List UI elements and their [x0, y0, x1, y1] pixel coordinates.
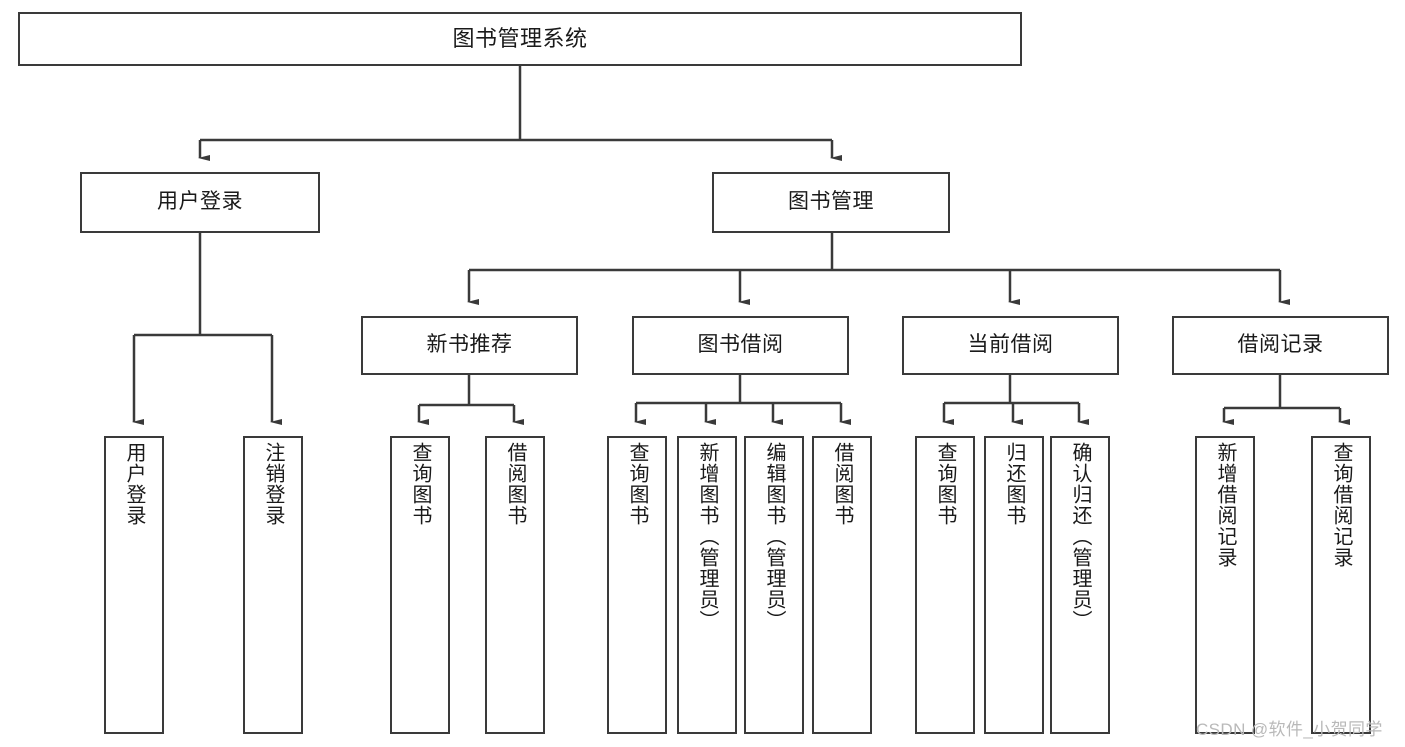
node-label: 图书管理: [788, 190, 874, 214]
node-label: 新书推荐: [426, 333, 513, 357]
node-label: 当前借阅: [967, 333, 1054, 357]
leaf-current-borrow-3[interactable]: 确认归还（管理员）: [1050, 436, 1110, 734]
leaf-book-borrow-2[interactable]: 新增图书（管理员）: [677, 436, 737, 734]
node-label: 查询图书: [626, 442, 648, 526]
node-book-borrow[interactable]: 图书借阅: [632, 316, 849, 375]
node-label: 查询图书: [409, 442, 431, 526]
node-label: 注销登录: [262, 442, 284, 526]
node-label: 归还图书: [1003, 442, 1025, 526]
node-label: 借阅图书: [831, 442, 853, 526]
node-label: 图书借阅: [697, 333, 784, 357]
leaf-book-borrow-1[interactable]: 查询图书: [607, 436, 667, 734]
leaf-borrow-record-2[interactable]: 查询借阅记录: [1311, 436, 1371, 734]
node-root-book-management-system[interactable]: 图书管理系统: [18, 12, 1022, 66]
leaf-user-login-2[interactable]: 注销登录: [243, 436, 303, 734]
node-new-book-recommend[interactable]: 新书推荐: [361, 316, 578, 375]
node-label: 新增借阅记录: [1214, 442, 1236, 568]
leaf-book-borrow-4[interactable]: 借阅图书: [812, 436, 872, 734]
node-label: 借阅记录: [1237, 333, 1324, 357]
leaf-new-book-recommend-2[interactable]: 借阅图书: [485, 436, 545, 734]
leaf-borrow-record-1[interactable]: 新增借阅记录: [1195, 436, 1255, 734]
node-label: 确认归还（管理员）: [1069, 442, 1091, 631]
node-label: 用户登录: [157, 190, 243, 214]
node-book-management[interactable]: 图书管理: [712, 172, 950, 233]
node-label: 查询借阅记录: [1330, 442, 1352, 568]
node-label: 借阅图书: [504, 442, 526, 526]
leaf-current-borrow-2[interactable]: 归还图书: [984, 436, 1044, 734]
csdn-watermark: CSDN @软件_小贺同学: [1196, 720, 1383, 739]
leaf-user-login-1[interactable]: 用户登录: [104, 436, 164, 734]
node-label: 图书管理系统: [452, 26, 588, 52]
node-label: 新增图书（管理员）: [696, 442, 718, 631]
node-user-login[interactable]: 用户登录: [80, 172, 320, 233]
node-label: 用户登录: [123, 442, 145, 526]
leaf-current-borrow-1[interactable]: 查询图书: [915, 436, 975, 734]
leaf-book-borrow-3[interactable]: 编辑图书（管理员）: [744, 436, 804, 734]
node-borrow-record[interactable]: 借阅记录: [1172, 316, 1389, 375]
node-label: 编辑图书（管理员）: [763, 442, 785, 631]
node-current-borrow[interactable]: 当前借阅: [902, 316, 1119, 375]
node-label: 查询图书: [934, 442, 956, 526]
leaf-new-book-recommend-1[interactable]: 查询图书: [390, 436, 450, 734]
